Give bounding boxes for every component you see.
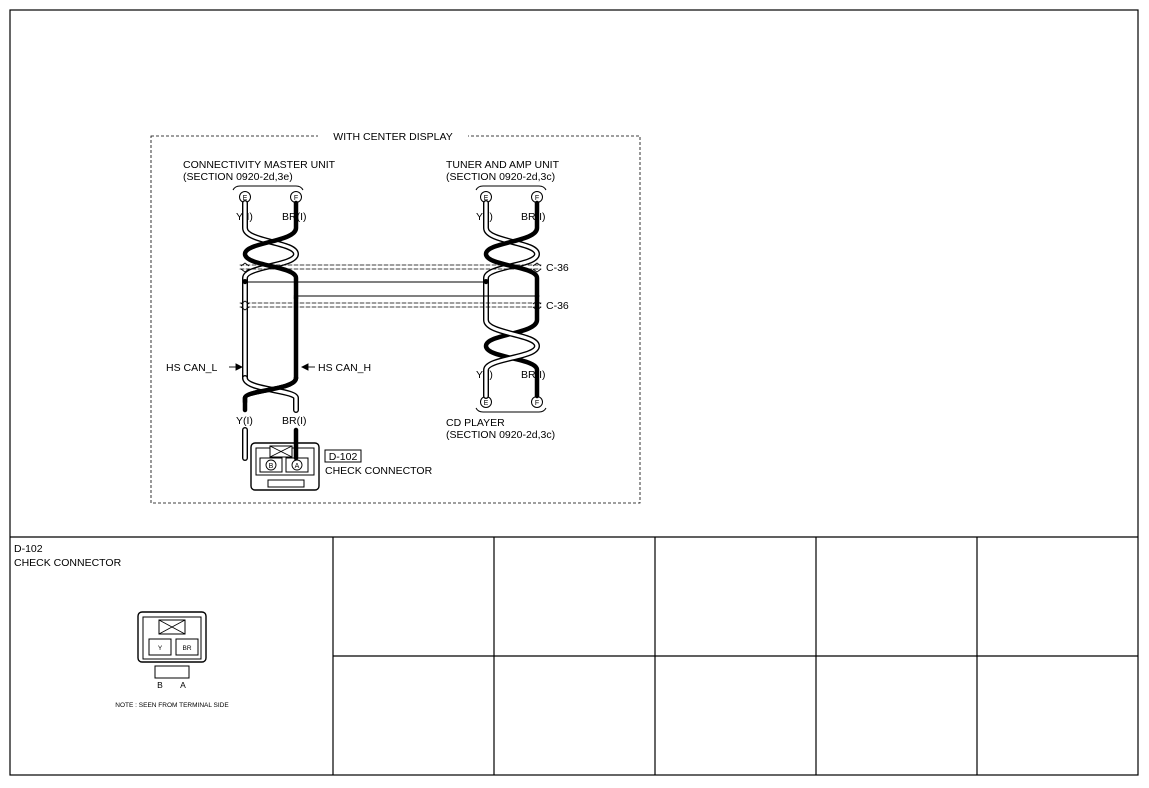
cmu-pin-e: E bbox=[243, 195, 248, 202]
tuner-wire-br-label: BR(I) bbox=[521, 211, 546, 223]
cd-player-section: (SECTION 0920-2d,3c) bbox=[446, 429, 555, 441]
cd-wire-br-label: BR(I) bbox=[521, 369, 546, 381]
cd-pin-f: F bbox=[535, 400, 539, 407]
unit-brackets bbox=[232, 185, 547, 413]
cd-player-label: CD PLAYER bbox=[446, 417, 505, 429]
detail-terminal-a: A bbox=[180, 680, 186, 690]
center-display-frame: WITH CENTER DISPLAY bbox=[150, 130, 641, 504]
detail-connector-face bbox=[137, 611, 207, 679]
detail-terminal-b: B bbox=[157, 680, 163, 690]
detail-pin-y: Y bbox=[158, 645, 163, 652]
hs-can-l-label: HS CAN_L bbox=[166, 362, 218, 374]
cmu-section: (SECTION 0920-2d,3e) bbox=[183, 171, 293, 183]
detail-pin-br: BR bbox=[182, 645, 191, 652]
check-wire-br-label: BR(I) bbox=[282, 415, 307, 427]
c36-connector-marks bbox=[240, 262, 542, 311]
tuner-label: TUNER AND AMP UNIT bbox=[446, 159, 560, 171]
d102-code-box bbox=[324, 449, 362, 463]
cd-pin-e: E bbox=[484, 400, 489, 407]
c36-upper-label: C-36 bbox=[546, 262, 569, 274]
detail-label: CHECK CONNECTOR bbox=[14, 557, 122, 569]
hs-can-l-arrow bbox=[229, 363, 244, 371]
check-pin-a: A bbox=[295, 463, 300, 470]
hs-can-h-arrow bbox=[300, 363, 315, 371]
detail-code: D-102 bbox=[14, 543, 43, 555]
tuner-pin-f: F bbox=[535, 195, 539, 202]
pin-circles bbox=[239, 191, 543, 408]
tuner-pin-e: E bbox=[484, 195, 489, 202]
detail-note: NOTE : SEEN FROM TERMINAL SIDE bbox=[115, 702, 229, 709]
cmu-pin-f: F bbox=[294, 195, 298, 202]
check-pin-b: B bbox=[269, 463, 274, 470]
c36-lower-label: C-36 bbox=[546, 300, 569, 312]
check-wire-y-label: Y(I) bbox=[236, 415, 253, 427]
check-connector-label: CHECK CONNECTOR bbox=[325, 465, 433, 477]
frame-label: WITH CENTER DISPLAY bbox=[333, 131, 452, 143]
d102-code: D-102 bbox=[329, 451, 358, 463]
check-connector-diagram bbox=[250, 442, 320, 491]
wire-harness bbox=[239, 200, 542, 461]
cd-br-wire bbox=[483, 293, 540, 399]
junction-dots bbox=[242, 279, 540, 299]
sheet-frame bbox=[9, 9, 1139, 776]
cmu-label: CONNECTIVITY MASTER UNIT bbox=[183, 159, 336, 171]
hs-can-h-label: HS CAN_H bbox=[318, 362, 371, 374]
cmu-br-wire bbox=[242, 200, 299, 301]
tuner-section: (SECTION 0920-2d,3c) bbox=[446, 171, 555, 183]
tuner-br-wire bbox=[483, 200, 540, 299]
